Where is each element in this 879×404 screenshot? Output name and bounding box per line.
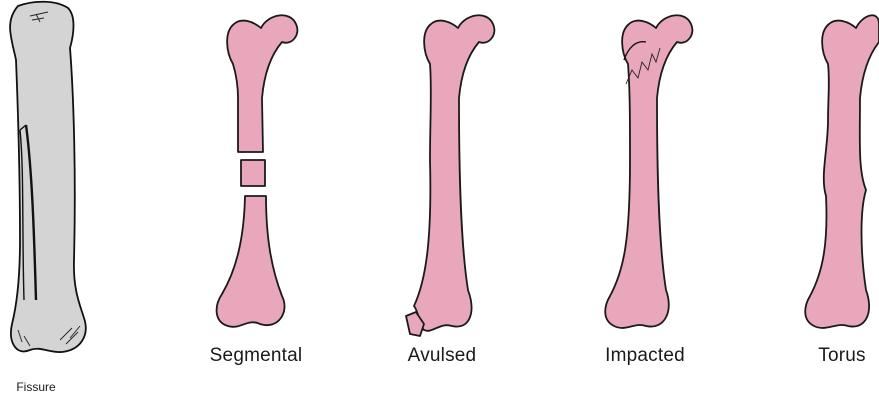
impacted-label: Impacted	[605, 345, 685, 367]
fissure-label: Fissure	[16, 380, 55, 394]
torus-bone	[805, 15, 879, 328]
segmental-bone	[217, 15, 298, 327]
torus-label: Torus	[818, 345, 865, 367]
fissure-bone	[10, 2, 86, 352]
segmental-label: Segmental	[210, 345, 303, 367]
avulsed-bone	[406, 15, 494, 336]
impacted-bone	[605, 15, 692, 328]
avulsed-label: Avulsed	[408, 345, 477, 367]
